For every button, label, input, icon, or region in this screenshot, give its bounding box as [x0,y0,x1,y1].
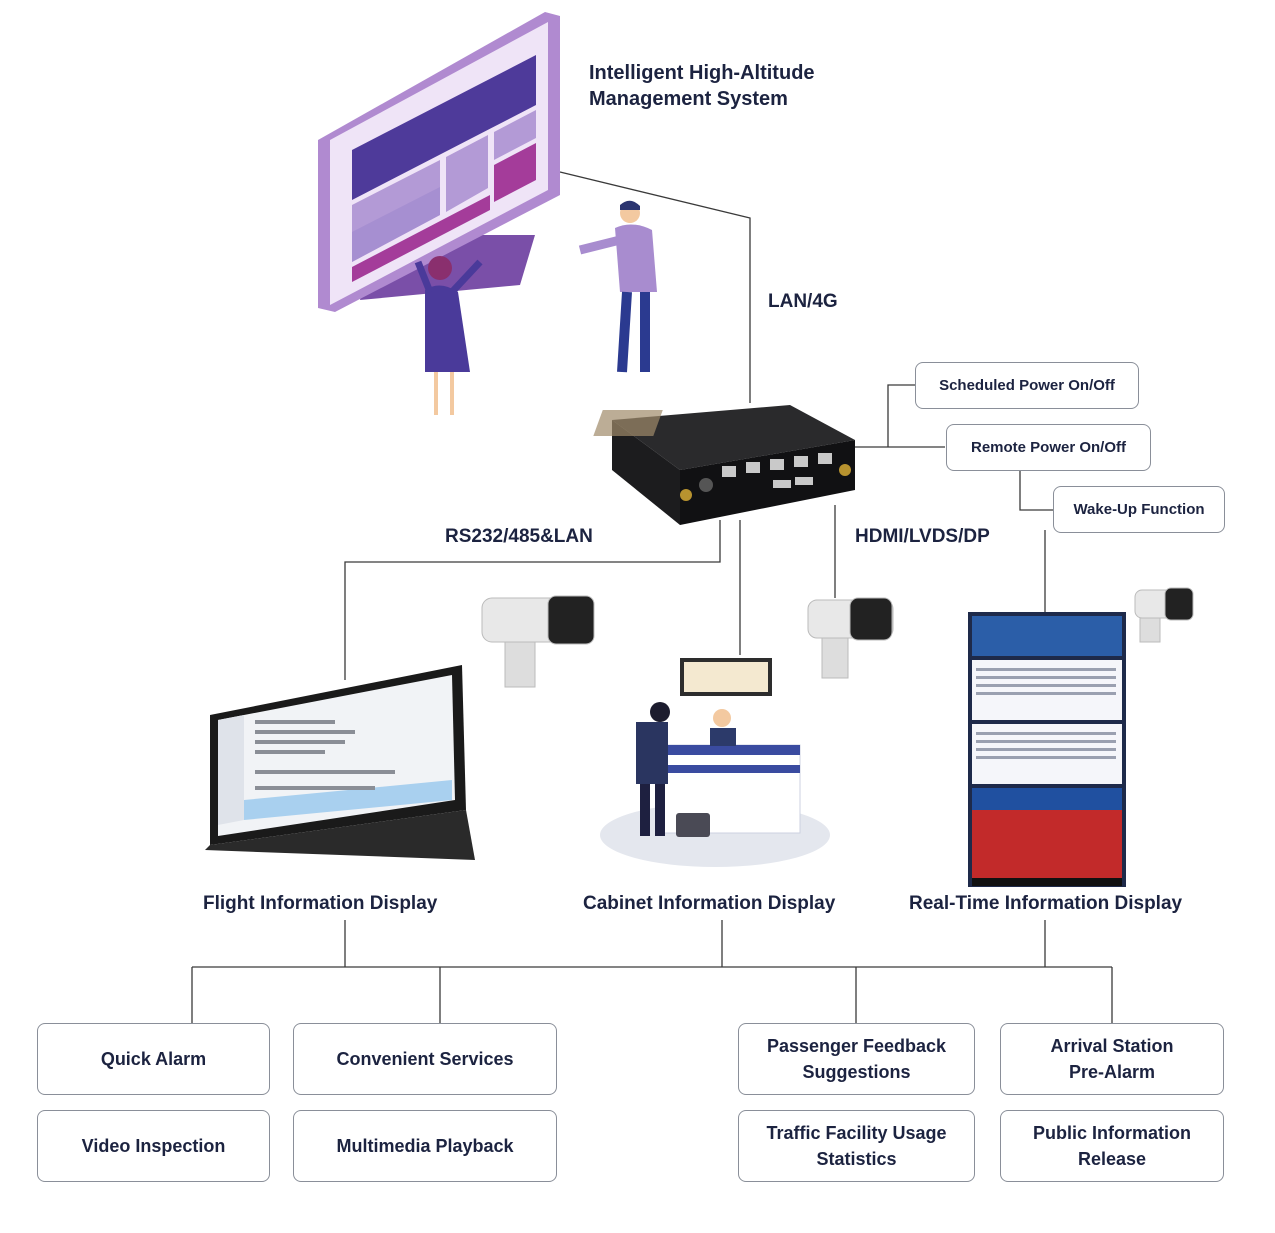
feature-label-arrival-pre-alarm: Arrival Station Pre-Alarm [1050,1035,1174,1082]
feature-box-video-inspection: Video Inspection [37,1110,270,1182]
power-box-scheduled-label: Scheduled Power On/Off [939,376,1115,394]
flight-display-illustration [205,665,475,860]
feature-label-public-info-release: Public Information Release [1032,1122,1191,1169]
power-box-wakeup-label: Wake-Up Function [1073,500,1205,518]
link-label-lan-4g: LAN/4G [768,291,838,312]
feature-box-public-info-release: Public Information Release [1000,1110,1224,1182]
display-label-flight: Flight Information Display [203,893,438,914]
power-box-wakeup: Wake-Up Function [1053,486,1225,533]
feature-label-convenient-services: Convenient Services [336,1048,514,1069]
feature-label-multimedia-playback: Multimedia Playback [336,1135,514,1156]
display-label-realtime: Real-Time Information Display [909,893,1183,914]
management-monitor-illustration [318,12,560,312]
feature-label-passenger-feedback: Passenger Feedback Suggestions [766,1035,947,1082]
feature-label-quick-alarm: Quick Alarm [100,1048,207,1069]
feature-box-traffic-statistics: Traffic Facility Usage Statistics [738,1110,975,1182]
feature-box-quick-alarm: Quick Alarm [37,1023,270,1095]
feature-label-traffic-statistics: Traffic Facility Usage Statistics [766,1122,947,1169]
power-box-remote: Remote Power On/Off [946,424,1151,471]
people-illustration [414,200,657,415]
feature-box-arrival-pre-alarm: Arrival Station Pre-Alarm [1000,1023,1224,1095]
camera-illustration [481,587,1194,688]
link-label-rs232: RS232/485&LAN [445,526,593,547]
controller-device-illustration [593,405,855,525]
feature-label-video-inspection: Video Inspection [81,1135,226,1156]
feature-box-multimedia-playback: Multimedia Playback [293,1110,557,1182]
connector-lines [191,171,1113,1023]
link-label-hdmi: HDMI/LVDS/DP [855,526,990,547]
feature-box-passenger-feedback: Passenger Feedback Suggestions [738,1023,975,1095]
power-box-scheduled: Scheduled Power On/Off [915,362,1139,409]
display-label-cabinet: Cabinet Information Display [583,893,836,914]
cabinet-illustration [600,658,830,867]
feature-box-convenient-services: Convenient Services [293,1023,557,1095]
realtime-display-illustration [968,612,1126,887]
system-title: Intelligent High-Altitude Management Sys… [589,62,815,110]
power-box-remote-label: Remote Power On/Off [970,438,1127,456]
